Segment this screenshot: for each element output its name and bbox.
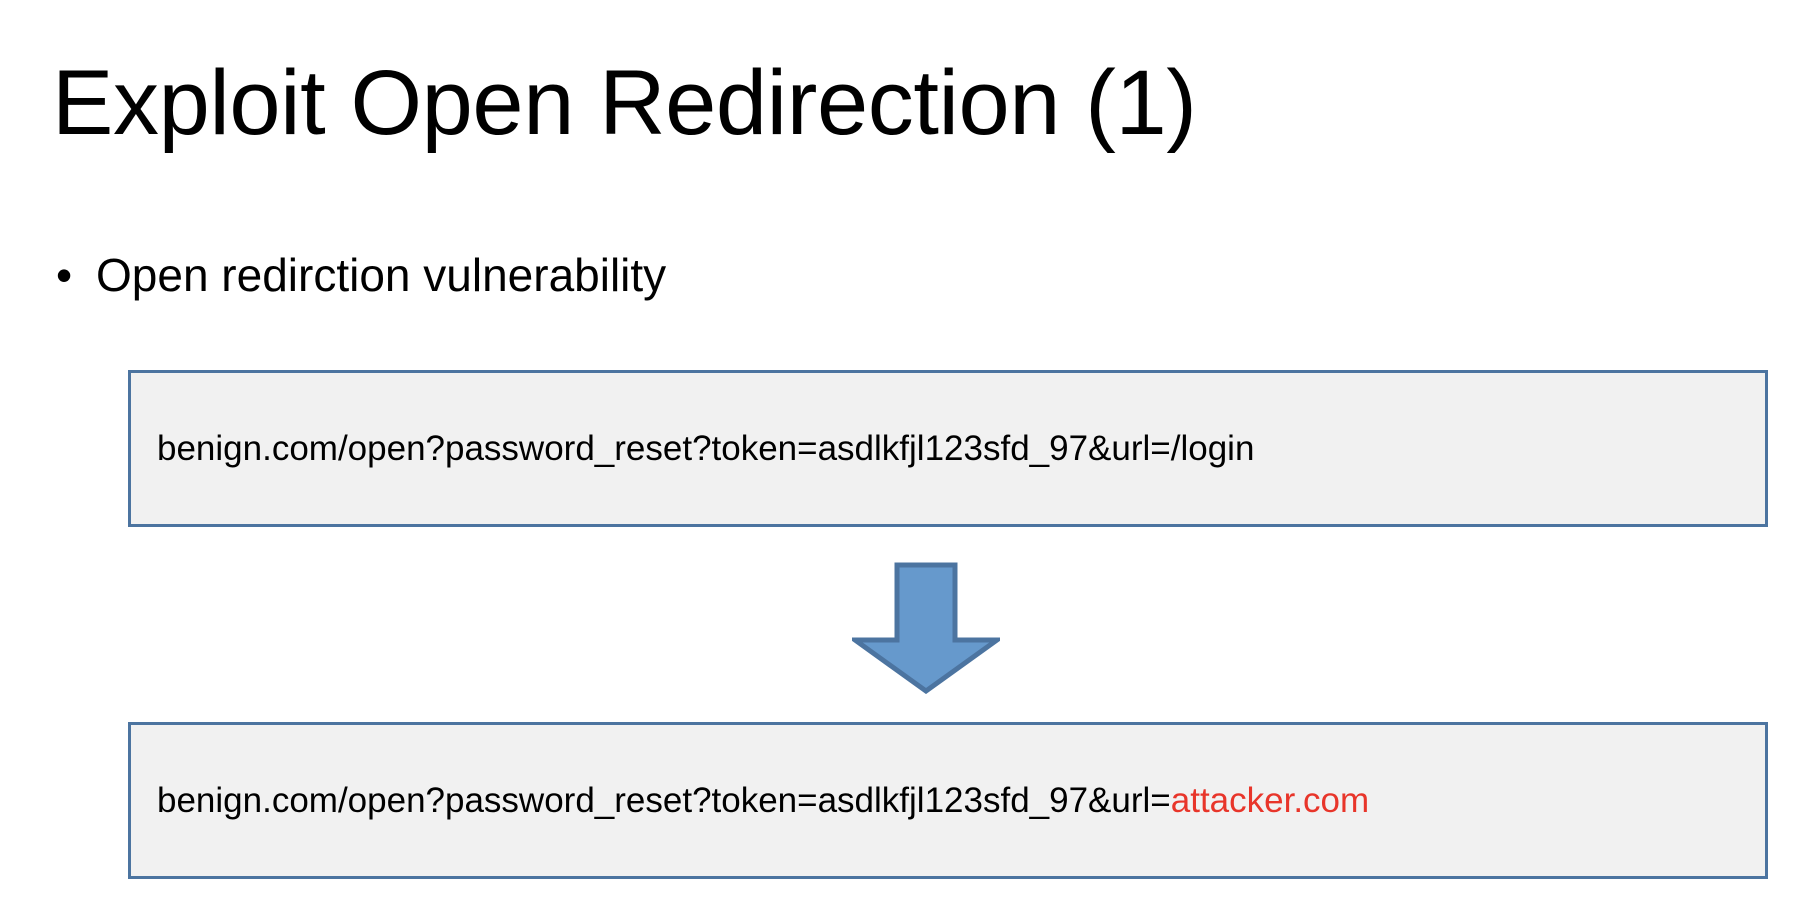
tampered-url-text: benign.com/open?password_reset?token=asd… (131, 778, 1369, 824)
url-box-original: benign.com/open?password_reset?token=asd… (128, 370, 1768, 527)
bullet-list-item: • Open redirction vulnerability (56, 240, 1356, 310)
page-title: Exploit Open Redirection (1) (52, 52, 1197, 154)
down-arrow-icon (847, 562, 1005, 695)
tampered-url-base: benign.com/open?password_reset?token=asd… (157, 780, 1171, 820)
original-url-text: benign.com/open?password_reset?token=asd… (157, 428, 1255, 468)
url-box-tampered: benign.com/open?password_reset?token=asd… (128, 722, 1768, 879)
bullet-point-icon: • (56, 249, 73, 301)
bullet-item-label: Open redirction vulnerability (96, 249, 667, 301)
tampered-url-injected-host: attacker.com (1170, 780, 1370, 820)
